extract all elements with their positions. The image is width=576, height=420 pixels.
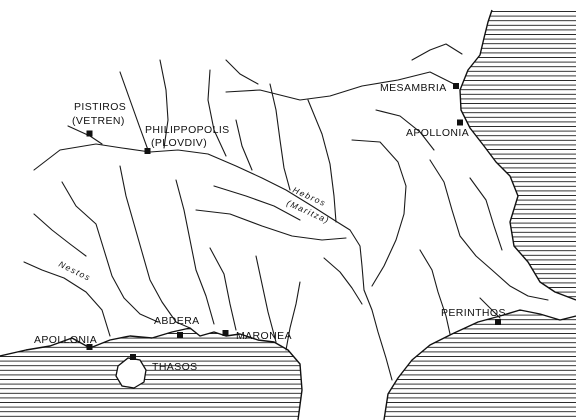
apollonia-south-marker — [86, 344, 93, 350]
aegean-sea — [0, 328, 302, 420]
maronea-label: MARONEA — [236, 330, 292, 342]
aegean-coast — [0, 327, 303, 420]
black-sea-coast — [459, 9, 576, 301]
perinthos-label: PERINTHOS — [441, 307, 506, 319]
apollonia-north-label: APOLLONIA — [406, 127, 469, 139]
thasos-label: THASOS — [152, 361, 198, 373]
philippopolis-label: PHILIPPOPOLIS — [145, 124, 230, 136]
pistiros-marker — [86, 130, 93, 137]
propontis-coast — [383, 309, 576, 420]
river-network — [23, 43, 549, 381]
maronea-marker — [222, 330, 229, 336]
black-sea — [460, 10, 576, 300]
mesambria-marker — [453, 83, 459, 89]
abdera-marker — [177, 332, 183, 338]
pistiros-label: PISTIROS — [74, 101, 126, 113]
perinthos-marker — [495, 319, 501, 325]
philippopolis-alt-label: (PLOVDIV) — [151, 137, 207, 149]
propontis-sea — [384, 310, 576, 420]
nestos-river-label: Nestos — [57, 259, 93, 283]
apollonia-south-label: APOLLONIA — [34, 334, 97, 346]
pistiros-alt-label: (VETREN) — [72, 115, 125, 127]
mesambria-label: MESAMBRIA — [380, 82, 447, 94]
thasos-marker — [130, 354, 136, 360]
philippopolis-marker — [144, 148, 151, 154]
abdera-label: ABDERA — [154, 315, 200, 327]
apollonia-north-marker — [457, 119, 463, 126]
